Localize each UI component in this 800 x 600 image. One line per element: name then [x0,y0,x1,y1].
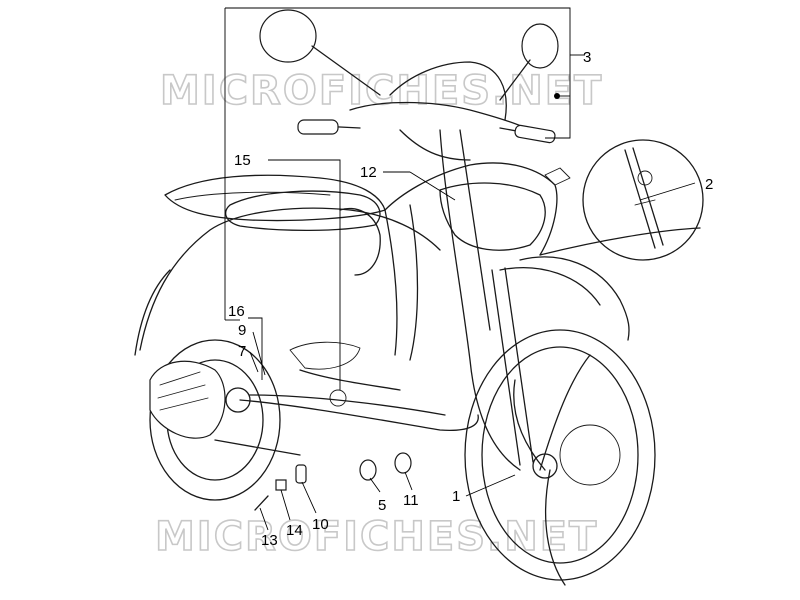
clamp-10-shape [295,464,307,484]
washer-14-shape [275,479,287,491]
leader-lines [224,7,696,531]
clip-5-shape [359,459,377,481]
callout-11: 11 [403,492,419,509]
watermark-bottom: MICROFICHES.NET [155,514,598,560]
callout-13: 13 [261,532,278,549]
scooter-drawing [134,9,701,586]
clip-11-shape [394,452,412,474]
screw-13-shape [254,495,269,511]
callout-7: 7 [238,343,246,360]
callout-5: 5 [378,497,386,514]
callout-9: 9 [238,322,246,339]
callout-2: 2 [705,176,713,193]
callout-1: 1 [452,488,460,505]
callout-16: 16 [228,303,245,320]
watermark-top: MICROFICHES.NET [160,68,603,114]
callout-14: 14 [286,522,303,539]
callout-12: 12 [360,164,377,181]
callout-15: 15 [234,152,251,169]
callout-10: 10 [312,516,329,533]
loose-parts [254,389,412,511]
callout-labels: 3 2 12 15 16 9 7 1 5 11 10 14 13 [228,49,713,549]
inset-circle-2 [582,139,704,261]
callout-3: 3 [583,49,591,66]
